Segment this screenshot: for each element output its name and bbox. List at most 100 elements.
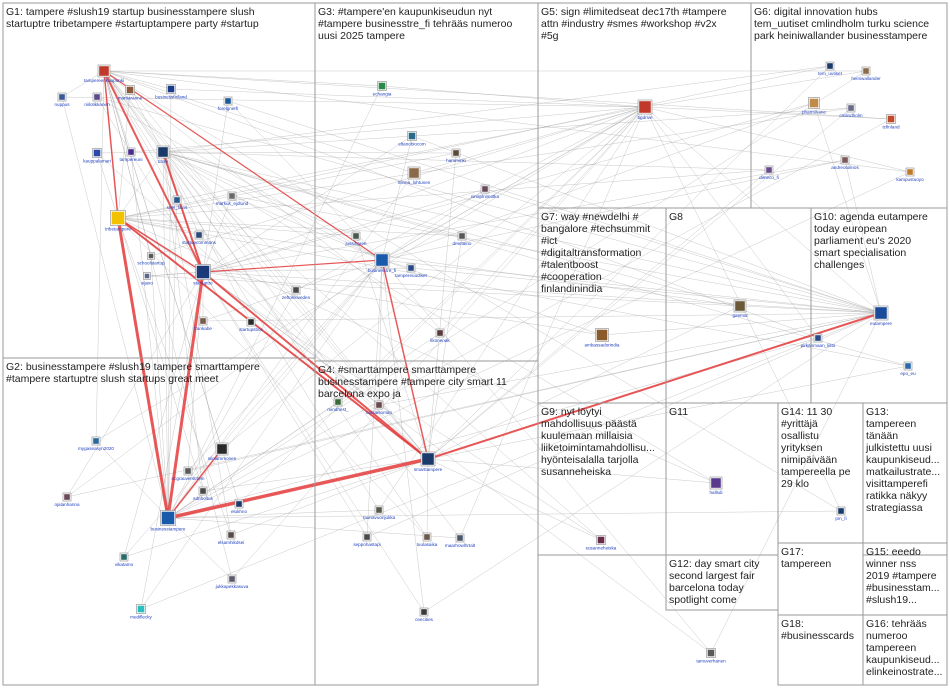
node-hamminki[interactable]: hamminki	[446, 148, 466, 163]
node-businessfinland[interactable]: businessfinland	[155, 84, 187, 100]
node-susanneheiska[interactable]: susanneheiska	[586, 535, 617, 551]
node-label: mygaseasyn2020	[78, 446, 114, 451]
node-smarttampere[interactable]: smarttampere	[414, 451, 443, 472]
node-caritaisoman[interactable]: caritaisoman	[366, 400, 392, 415]
node-tdcre[interactable]: tdcre	[156, 145, 170, 164]
node-businesstre-fi[interactable]: businesstre_fi	[368, 252, 396, 273]
node-sijaxo[interactable]: sijaxo	[141, 272, 153, 286]
node-andreotolinos[interactable]: andreotolinos	[831, 155, 859, 170]
node-gaemal[interactable]: gaemal	[732, 299, 748, 318]
node-schoolstartup[interactable]: schoolstartup	[137, 252, 165, 266]
node-seel-finns[interactable]: seel_finns	[167, 195, 188, 210]
edge-line	[221, 106, 646, 450]
node-ninaplnimotko[interactable]: ninaplnimotko	[471, 184, 500, 199]
node-tuulasaika[interactable]: tuulasaika	[417, 532, 438, 547]
edge-line	[66, 271, 204, 498]
node-pharmivane[interactable]: pharmivane	[802, 97, 826, 115]
node-tampereenkaupunki[interactable]: tampereenkaupunki	[84, 64, 124, 83]
node-label: tuulasaika	[417, 542, 438, 547]
avatar-icon-fill	[126, 86, 134, 94]
edge-line	[427, 169, 770, 460]
node-kauppalamari[interactable]: kauppalamari	[83, 148, 111, 164]
node-eltanobiocom[interactable]: eltanobiocom	[398, 131, 426, 147]
node-startupsbox[interactable]: startupsbox	[239, 317, 264, 332]
node-seppohastapi[interactable]: seppohastapi	[353, 532, 381, 547]
edge-line	[61, 96, 646, 108]
group-title-line: G11	[669, 406, 688, 418]
group-title-line: G15: eeedo	[866, 546, 921, 558]
edge-line	[96, 152, 429, 460]
node-dmotaino[interactable]: dmotaino	[453, 231, 472, 246]
node-eutampere[interactable]: eutampere	[870, 305, 892, 326]
strong-edge-line	[167, 448, 223, 519]
node-ilkonenak[interactable]: ilkonenak	[430, 328, 450, 343]
node-epo-eu[interactable]: epo_eu	[900, 361, 916, 376]
edge-line	[644, 106, 892, 120]
node-pm-fi[interactable]: pm_fi	[835, 506, 847, 521]
node-jukkapekkasuva[interactable]: jukkapekkasuva	[215, 574, 249, 589]
node-vikatamo[interactable]: vikatamo	[115, 552, 134, 567]
logo-icon-fill	[875, 307, 887, 319]
node-mindhest-[interactable]: mindhest_	[327, 397, 349, 412]
node-elukhno[interactable]: elukhno	[231, 499, 248, 514]
strong-edge-line	[117, 217, 204, 273]
node-ncgrauverstrlem[interactable]: ncgrauverstrlem	[172, 466, 205, 481]
node-tampereuudiset[interactable]: tampereuudiset	[395, 263, 428, 278]
node-kampustuoyo[interactable]: kampustuoyo	[896, 167, 924, 182]
node-niinaimmonen[interactable]: niinaimmonen	[208, 442, 237, 461]
node-label: pharmivane	[802, 110, 826, 115]
node-mediflecky[interactable]: mediflecky	[130, 604, 153, 620]
node-startupcommons[interactable]: startupcommons	[182, 230, 217, 245]
node-maritaranne[interactable]: maritaranne	[118, 85, 143, 101]
logo-icon-fill	[167, 85, 175, 93]
group-title-line: bangalore #techsummit	[541, 223, 650, 235]
edge-line	[150, 255, 169, 519]
node-label: hallsdi	[709, 490, 722, 495]
node-maarhowlhrtalt[interactable]: maarhowlhrtalt	[445, 533, 476, 548]
logo-icon-fill	[815, 335, 821, 341]
node-ceecities[interactable]: ceecities	[415, 607, 434, 622]
node-echangia[interactable]: echangia	[373, 81, 392, 97]
node-ojalanhanna[interactable]: ojalanhanna	[54, 492, 80, 507]
node-frankabe[interactable]: frankabe	[194, 316, 212, 331]
node-raunavuorijukka[interactable]: raunavuorijukka	[363, 505, 396, 520]
node-label: maritaranne	[118, 96, 143, 101]
node-sdnholtus[interactable]: sdnholtus	[193, 486, 214, 501]
node-heiniwallander[interactable]: heiniwallander	[851, 66, 881, 81]
node-layer: tampereenkaupunki nuppus niilotikkanen mari…	[54, 61, 924, 664]
node-label: vikatamo	[115, 562, 134, 567]
node-tamuverhanen[interactable]: tamuverhanen	[696, 648, 726, 664]
node-tem-uutiset[interactable]: tem_uutiset	[818, 61, 843, 76]
node-forelgnerfi[interactable]: forelgnerfi	[218, 96, 238, 111]
node-zeftonkiveden[interactable]: zeftonkiveden	[282, 285, 311, 300]
node-markus-ejdlund[interactable]: markus_ejdlund	[216, 191, 249, 206]
node-tcfinland[interactable]: tcfinland	[882, 114, 900, 130]
node-dimeco-fi[interactable]: dimeco_fi	[759, 165, 779, 180]
node-mygaseasyn2020[interactable]: mygaseasyn2020	[78, 436, 114, 451]
node-pirkanmaan-liitto[interactable]: pirkanmaan_liitto	[801, 333, 836, 348]
node-nuppus[interactable]: nuppus	[54, 92, 70, 107]
edge-line	[117, 217, 232, 536]
node-label: andreotolinos	[831, 165, 859, 170]
edge-line	[103, 70, 892, 120]
node-hallsdi[interactable]: hallsdi	[709, 476, 723, 495]
node-label: elukhno	[231, 509, 248, 514]
node-businesstampere[interactable]: businesstampere	[151, 510, 186, 532]
edge-line	[202, 271, 425, 613]
node-5gdrive[interactable]: 5gdrive	[637, 99, 653, 120]
edge-line	[381, 188, 486, 261]
node-startuptre[interactable]: startuptre	[193, 264, 213, 286]
node-ambassadorindia[interactable]: ambassadorindia	[585, 328, 620, 348]
edge-line	[381, 259, 425, 613]
node-jussihgren[interactable]: jussihgren	[345, 231, 367, 246]
node-cmlindholm[interactable]: cmlindholm	[839, 103, 863, 118]
node-tribetampere[interactable]: tribetampere	[105, 210, 131, 232]
node-niilotikkanen[interactable]: niilotikkanen	[84, 92, 110, 107]
node-tampereuni[interactable]: tampereuni	[120, 147, 143, 162]
group-title-line: visittamperefi	[866, 478, 928, 490]
edge-line	[167, 510, 842, 519]
edge-line	[644, 106, 882, 314]
node-minna-lohtunen[interactable]: minna_lohtunen	[398, 166, 431, 185]
node-elsamhikdsei[interactable]: elsamhikdsei	[218, 530, 245, 545]
